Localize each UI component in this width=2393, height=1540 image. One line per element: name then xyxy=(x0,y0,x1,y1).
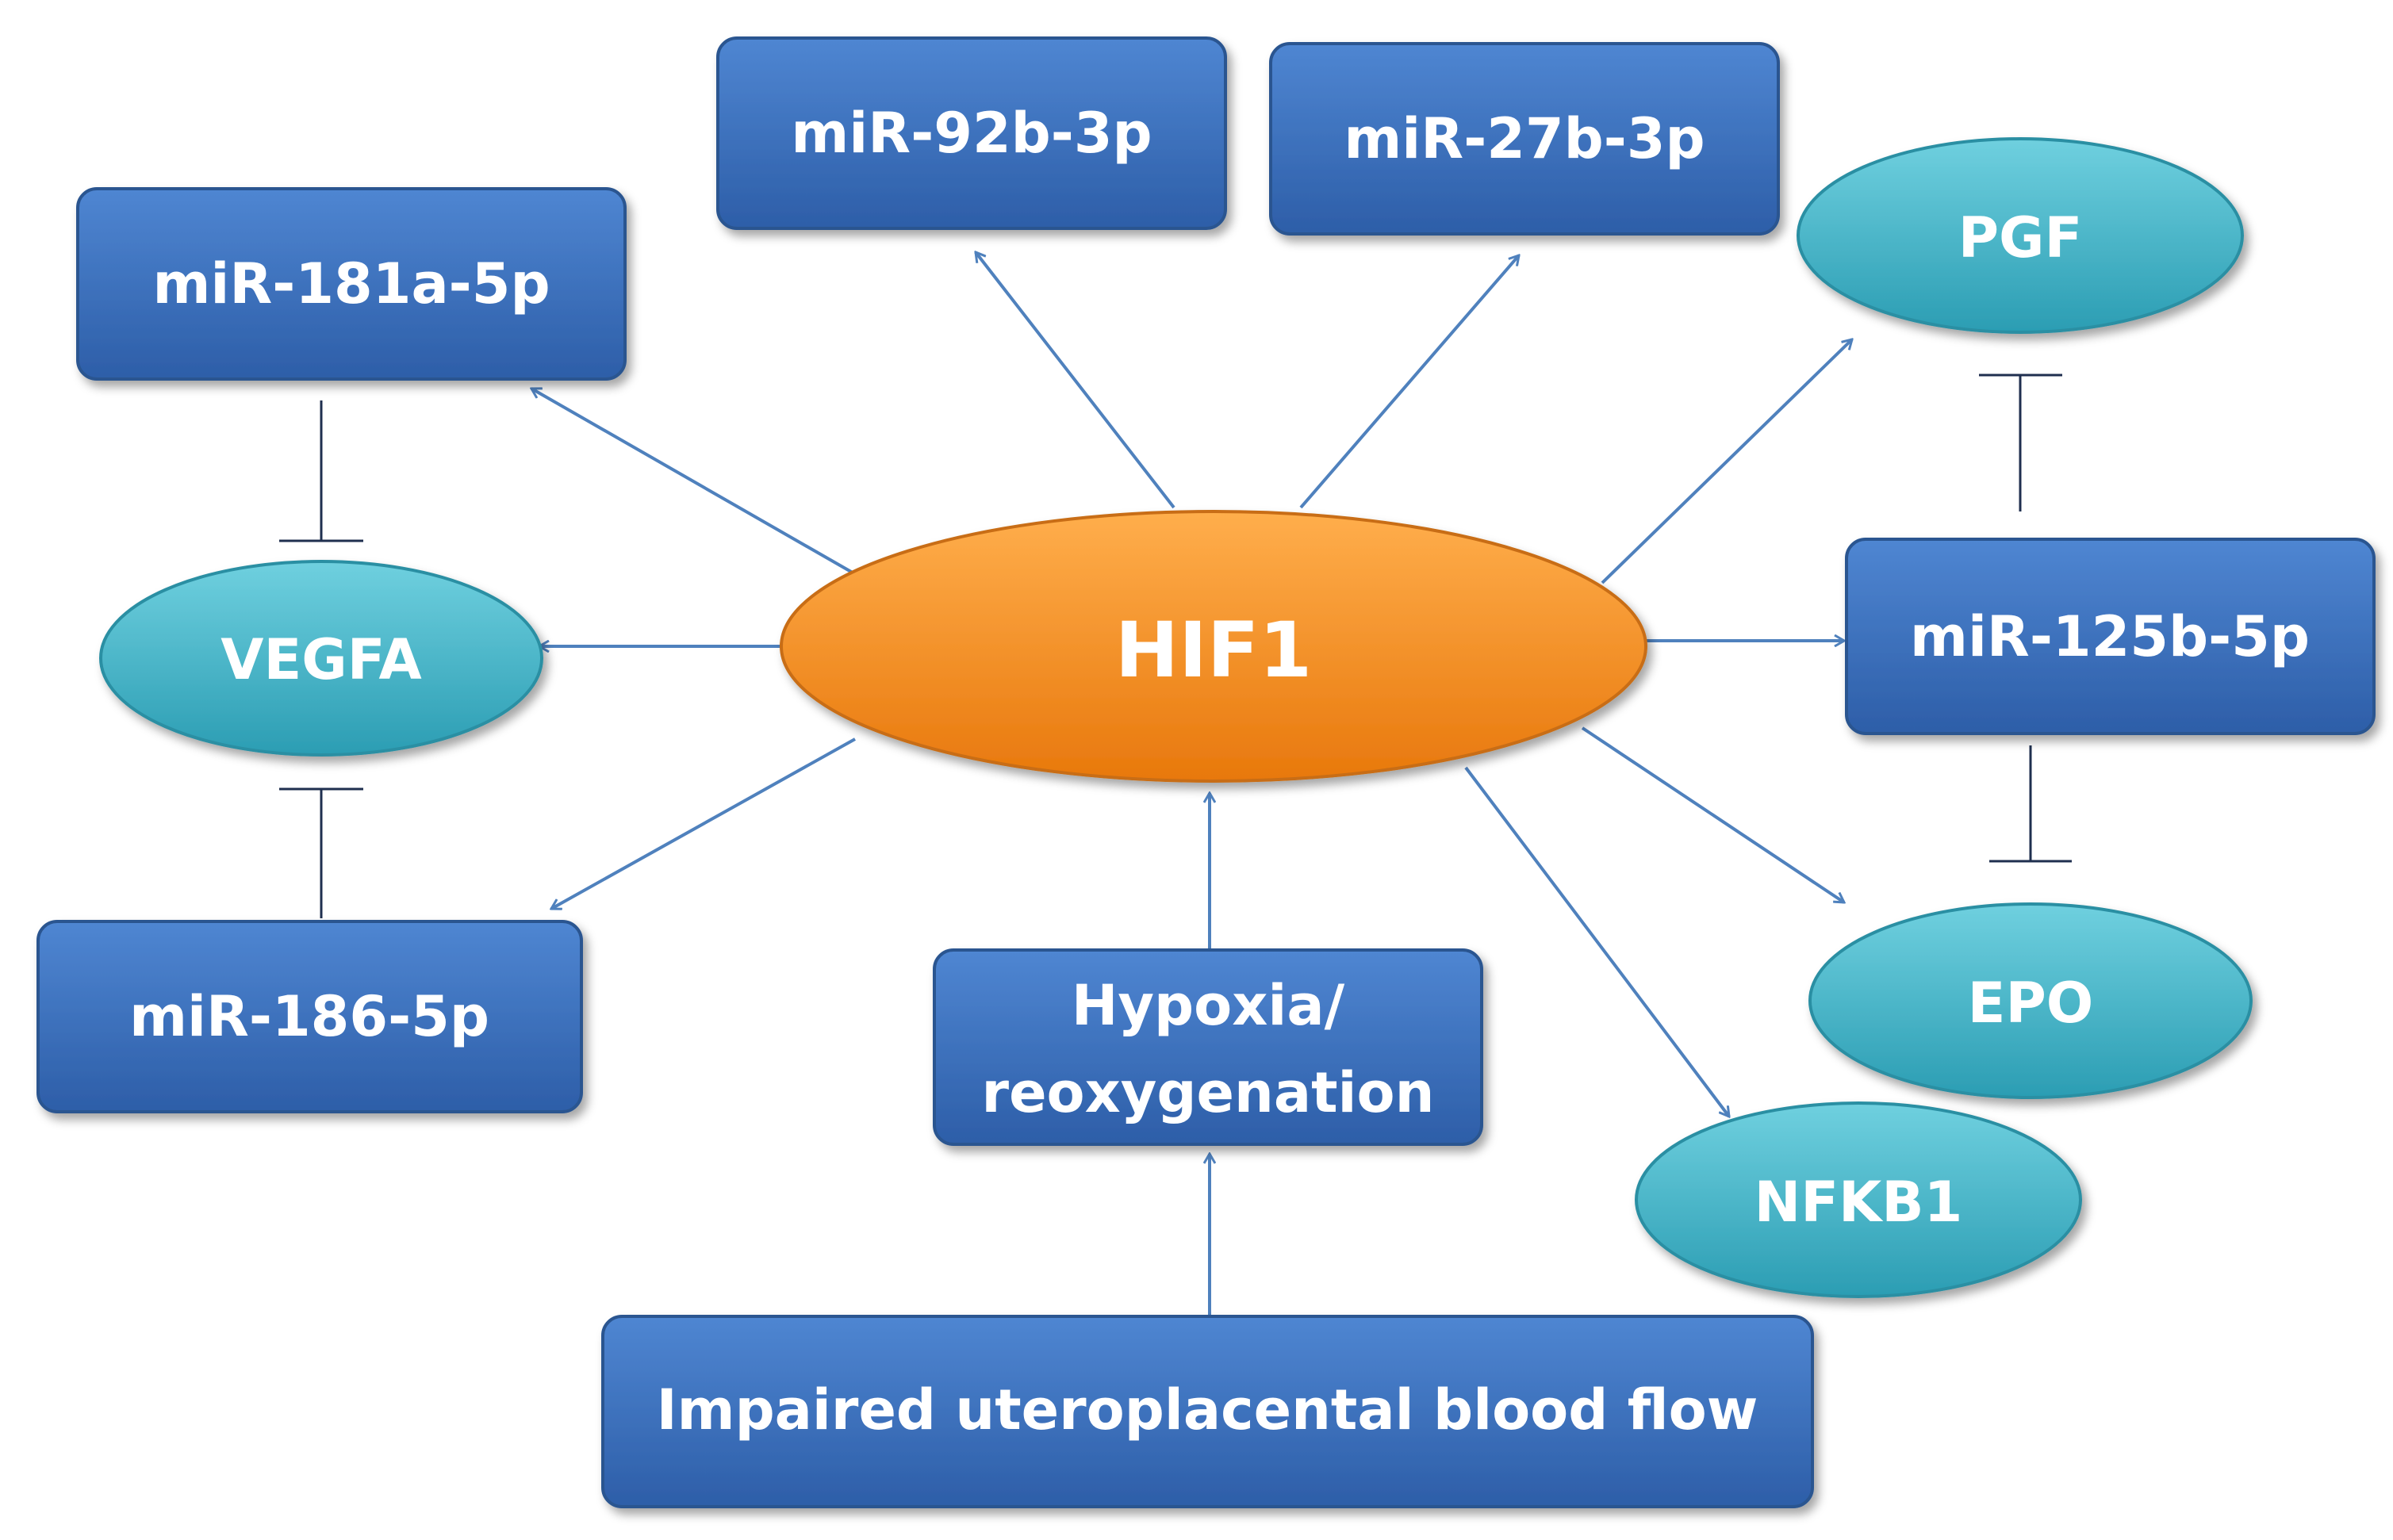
node-mir186-label: miR-186-5p xyxy=(129,984,489,1049)
inhibit-mir186-to-vegfa xyxy=(279,787,363,918)
node-pgf-label: PGF xyxy=(1958,205,2083,270)
arrow-hif1-to-pgf xyxy=(1601,339,1852,584)
node-mir92b: miR-92b-3p xyxy=(716,36,1227,230)
inhibit-mir125b-to-pgf xyxy=(1979,374,2062,511)
node-hypoxia-label-line1: Hypoxia/ xyxy=(1072,973,1345,1038)
nodes: HIF1 miR-92b-3p miR-27b-3p miR-181a-5p P… xyxy=(36,36,2376,1508)
inhibit-mir125b-to-epo xyxy=(1989,745,2072,863)
node-hypoxia: Hypoxia/ reoxygenation xyxy=(933,948,1483,1146)
node-vegfa: VEGFA xyxy=(99,560,543,757)
node-mir27b-label: miR-27b-3p xyxy=(1344,106,1705,171)
node-hif1: HIF1 xyxy=(780,510,1647,783)
edges xyxy=(531,252,1852,1315)
node-nfkb1: NFKB1 xyxy=(1635,1101,2082,1298)
node-epo-label: EPO xyxy=(1968,971,2094,1036)
node-impaired-blood-flow: Impaired uteroplacental blood flow xyxy=(601,1315,1814,1508)
arrow-hif1-to-mir181a xyxy=(531,387,857,577)
node-mir125b-label: miR-125b-5p xyxy=(1910,604,2310,669)
node-epo: EPO xyxy=(1808,902,2253,1099)
inhibit-mir181a-to-vegfa xyxy=(279,400,363,542)
node-mir186: miR-186-5p xyxy=(36,920,583,1113)
node-pgf: PGF xyxy=(1797,137,2244,334)
arrow-hif1-to-mir186 xyxy=(551,737,856,909)
node-mir92b-label: miR-92b-3p xyxy=(791,101,1152,166)
node-hypoxia-label-line2: reoxygenation xyxy=(982,1060,1435,1125)
inhibition-edges xyxy=(279,374,2072,918)
arrow-hif1-to-mir27b xyxy=(1299,255,1519,509)
node-mir125b: miR-125b-5p xyxy=(1845,538,2376,735)
node-mir181a: miR-181a-5p xyxy=(76,187,627,381)
arrow-hif1-to-mir92b xyxy=(976,252,1175,509)
arrow-hif1-to-nfkb1 xyxy=(1464,766,1729,1117)
node-hif1-label: HIF1 xyxy=(1115,606,1312,695)
node-vegfa-label: VEGFA xyxy=(221,627,421,692)
node-impaired-blood-flow-label: Impaired uteroplacental blood flow xyxy=(657,1377,1758,1442)
node-mir27b: miR-27b-3p xyxy=(1269,42,1780,236)
node-mir181a-label: miR-181a-5p xyxy=(152,251,550,316)
node-nfkb1-label: NFKB1 xyxy=(1754,1170,1963,1235)
arrow-hif1-to-epo xyxy=(1581,726,1844,904)
